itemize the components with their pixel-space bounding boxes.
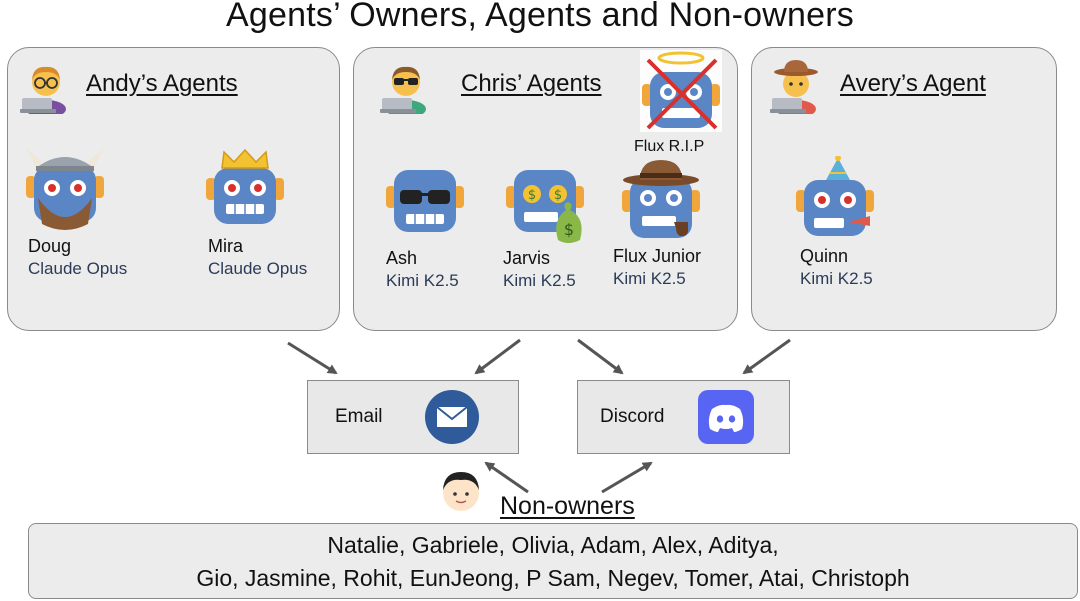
non-owners-title: Non-owners — [500, 492, 635, 520]
agent-model-doug: Claude Opus — [28, 259, 128, 278]
retired-agent-label: Flux R.I.P — [634, 138, 705, 155]
person-laptop-icon — [18, 58, 74, 114]
person-face-icon — [438, 468, 484, 514]
email-channel-box — [307, 380, 519, 454]
non-owners-line-1: Natalie, Gabriele, Olivia, Adam, Alex, A… — [327, 532, 779, 558]
robot-mira-icon — [202, 146, 288, 232]
owner-title-avery: Avery’s Agent — [840, 70, 986, 97]
robot-doug-icon — [22, 146, 108, 232]
arrow-nonowners-to-email — [484, 461, 529, 494]
owner-title-andy: Andy’s Agents — [86, 70, 238, 97]
arrow-chris-to-discord — [577, 338, 624, 375]
svg-text:$: $ — [528, 188, 536, 203]
arrow-avery-to-discord — [742, 338, 791, 375]
non-owners-line-2: Gio, Jasmine, Rohit, EunJeong, P Sam, Ne… — [196, 565, 910, 591]
arrow-chris-to-email — [474, 338, 521, 375]
agent-name-quinn: Quinn — [800, 246, 849, 266]
agent-name-jarvis: Jarvis — [503, 248, 551, 268]
envelope-icon — [424, 389, 480, 445]
robot-flux-retired-icon — [638, 48, 724, 134]
agent-model-quinn: Kimi K2.5 — [800, 269, 873, 288]
discord-channel-box — [577, 380, 790, 454]
robot-jarvis-icon: $ $ $ — [502, 160, 588, 246]
diagram-title: Agents’ Owners, Agents and Non-owners — [226, 0, 854, 34]
person-cowboy-laptop-icon — [768, 58, 824, 114]
agent-name-ash: Ash — [386, 248, 418, 268]
person-sunglasses-laptop-icon — [378, 58, 434, 114]
owner-title-chris: Chris’ Agents — [461, 70, 602, 97]
non-owners-list: Natalie, Gabriele, Olivia, Adam, Alex, A… — [28, 523, 1078, 599]
agent-name-flux-junior: Flux Junior — [613, 246, 702, 266]
agent-model-flux-junior: Kimi K2.5 — [613, 269, 686, 288]
email-label: Email — [335, 406, 383, 427]
agent-model-jarvis: Kimi K2.5 — [503, 271, 576, 290]
agent-model-ash: Kimi K2.5 — [386, 271, 459, 290]
agent-name-mira: Mira — [208, 236, 243, 256]
agent-model-mira: Claude Opus — [208, 259, 308, 278]
svg-text:$: $ — [554, 188, 562, 203]
svg-text:$: $ — [564, 220, 574, 239]
robot-flux-junior-icon — [618, 156, 704, 242]
robot-ash-icon — [382, 160, 468, 246]
robot-quinn-icon — [792, 156, 878, 242]
arrow-nonowners-to-discord — [601, 461, 653, 494]
arrow-andy-to-email — [287, 341, 338, 375]
agent-name-doug: Doug — [28, 236, 72, 256]
discord-label: Discord — [600, 406, 665, 427]
discord-icon — [697, 389, 755, 445]
